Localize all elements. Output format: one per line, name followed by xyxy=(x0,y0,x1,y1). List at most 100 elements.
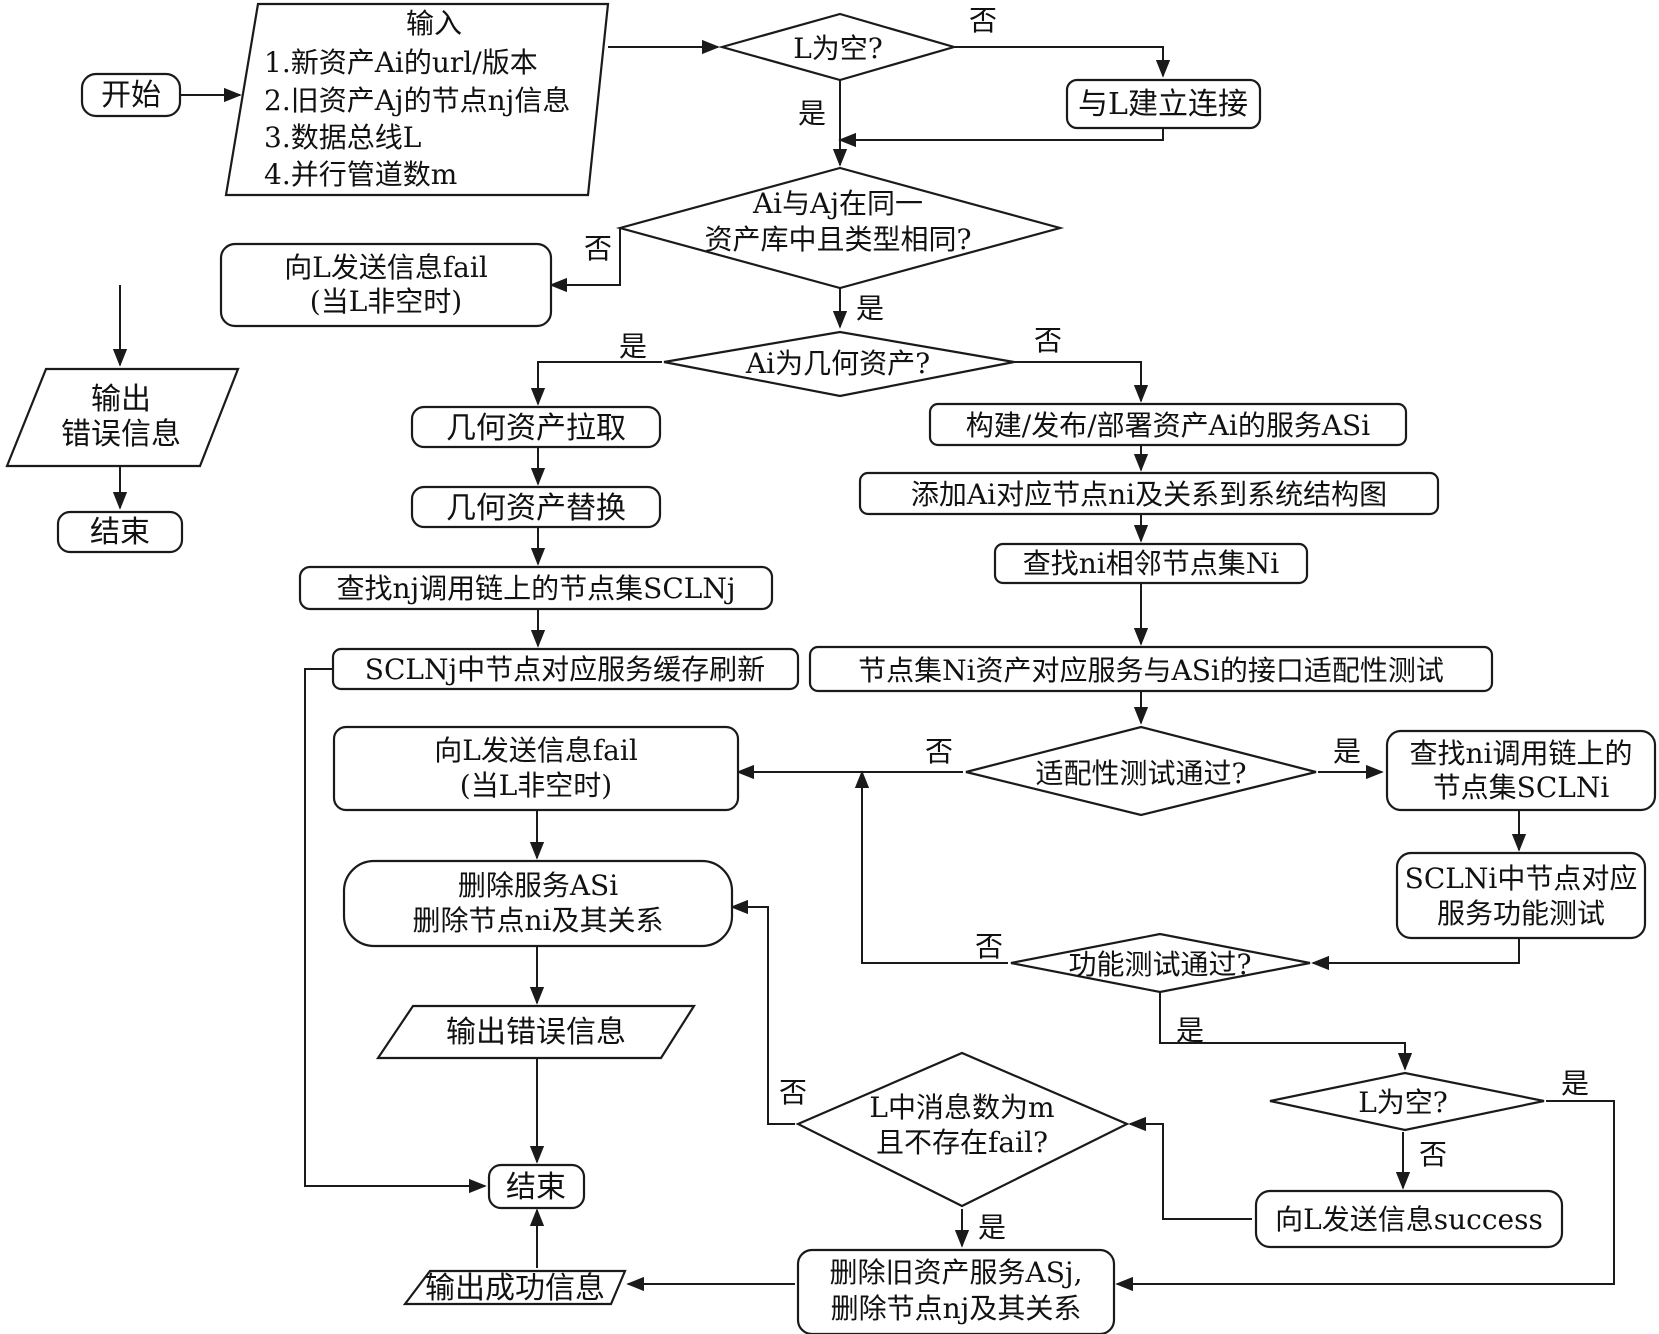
send-fail-top-label-2: (当L非空时) xyxy=(310,285,462,318)
send-success-process: 向L发送信息success xyxy=(1254,1189,1564,1249)
geo-asset-decision: Ai为几何资产? xyxy=(663,330,1015,398)
delete-new-process: 删除服务ASi 删除节点ni及其关系 xyxy=(342,859,734,948)
interface-test-process: 节点集Ni资产对应服务与ASi的接口适配性测试 xyxy=(808,645,1494,693)
connect-l-label: 与L建立连接 xyxy=(1078,87,1248,122)
output-error-mid: 输出错误信息 xyxy=(375,1004,697,1060)
find-sclnj-label: 查找nj调用链上的节点集SCLNj xyxy=(336,572,735,605)
find-sclni-process: 查找ni调用链上的 节点集SCLNi xyxy=(1385,729,1657,812)
edge-func-yes xyxy=(1159,992,1413,1071)
build-service-label: 构建/发布/部署资产Ai的服务ASi xyxy=(966,409,1370,442)
connectors xyxy=(112,39,1615,1292)
same-lib-label-2: 资产库中且类型相同? xyxy=(704,223,971,256)
func-yes-label: 是 xyxy=(1176,1014,1204,1047)
edge-labels: 否 是 否 是 是 否 否 是 否 是 是 否 否 是 xyxy=(584,4,1589,1244)
geo-asset-label: Ai为几何资产? xyxy=(745,347,930,380)
edge-geo-yes xyxy=(530,361,662,406)
input-item-3: 3.数据总线L xyxy=(264,121,421,154)
sclnj-refresh-process: SCLNj中节点对应服务缓存刷新 xyxy=(331,647,800,691)
edge-success-lmsg xyxy=(1128,1116,1252,1220)
input-item-4: 4.并行管道数m xyxy=(264,158,457,191)
delete-new-label-2: 删除节点ni及其关系 xyxy=(413,904,664,937)
edge-func-no xyxy=(854,770,1008,964)
delete-old-process: 删除旧资产服务ASj, 删除节点nj及其关系 xyxy=(796,1248,1116,1334)
l-empty2-yes-label: 是 xyxy=(1561,1067,1589,1100)
l-msg-decision: L中消息数为m 且不存在fail? xyxy=(795,1051,1130,1208)
l-empty-decision-2: L为空? xyxy=(1269,1071,1545,1132)
geo-no-label: 否 xyxy=(1034,324,1062,357)
input-item-1: 1.新资产Ai的url/版本 xyxy=(264,46,538,79)
same-lib-label-1: Ai与Aj在同一 xyxy=(752,187,923,220)
func-pass-label: 功能测试通过? xyxy=(1068,948,1251,981)
func-test-label-1: SCLNi中节点对应 xyxy=(1405,862,1638,895)
edge-lempty2-yes xyxy=(1115,1100,1615,1292)
delete-new-label-1: 删除服务ASi xyxy=(458,869,618,902)
end-left-node: 结束 xyxy=(56,510,184,554)
output-success: 输出成功信息 xyxy=(402,1269,627,1306)
send-fail-top-process: 向L发送信息fail (当L非空时) xyxy=(219,242,553,328)
l-msg-label-2: 且不存在fail? xyxy=(876,1126,1048,1159)
input-item-2: 2.旧资产Aj的节点nj信息 xyxy=(264,84,570,117)
end-mid-label: 结束 xyxy=(506,1170,566,1205)
geo-pull-label: 几何资产拉取 xyxy=(446,411,626,446)
output-error-left-label-1: 输出 xyxy=(91,382,151,417)
delete-old-label-2: 删除节点nj及其关系 xyxy=(831,1292,1082,1325)
end-mid-node: 结束 xyxy=(487,1163,586,1210)
send-fail-mid-label-2: (当L非空时) xyxy=(460,769,612,802)
find-sclni-label-2: 节点集SCLNi xyxy=(1433,771,1610,804)
find-sclnj-process: 查找nj调用链上的节点集SCLNj xyxy=(298,565,774,611)
geo-replace-process: 几何资产替换 xyxy=(410,485,662,529)
l-msg-no-label: 否 xyxy=(779,1076,807,1109)
add-node-process: 添加Ai对应节点ni及关系到系统结构图 xyxy=(858,471,1440,516)
adapt-pass-decision: 适配性测试通过? xyxy=(965,725,1317,817)
edge-samelib-no xyxy=(549,228,621,293)
l-empty-label: L为空? xyxy=(793,32,883,65)
same-lib-yes-label: 是 xyxy=(856,292,884,325)
same-lib-no-label: 否 xyxy=(584,232,612,265)
input-box: 输入 1.新资产Ai的url/版本 2.旧资产Aj的节点nj信息 3.数据总线L… xyxy=(224,2,610,197)
send-fail-top-label-1: 向L发送信息fail xyxy=(284,251,488,284)
edge-lmsg-no xyxy=(730,899,795,1125)
l-empty2-no-label: 否 xyxy=(1419,1138,1447,1171)
adapt-yes-label: 是 xyxy=(1333,735,1361,768)
add-node-label: 添加Ai对应节点ni及关系到系统结构图 xyxy=(911,478,1387,511)
geo-replace-label: 几何资产替换 xyxy=(446,491,626,526)
output-error-left: 输出 错误信息 xyxy=(5,367,240,468)
func-test-process: SCLNi中节点对应 服务功能测试 xyxy=(1395,851,1647,940)
start-label: 开始 xyxy=(101,78,161,113)
l-empty-2-label: L为空? xyxy=(1358,1086,1448,1119)
same-lib-decision: Ai与Aj在同一 资产库中且类型相同? xyxy=(615,166,1065,290)
send-fail-mid-label-1: 向L发送信息fail xyxy=(434,734,638,767)
interface-test-label: 节点集Ni资产对应服务与ASi的接口适配性测试 xyxy=(858,654,1444,687)
sclnj-refresh-label: SCLNj中节点对应服务缓存刷新 xyxy=(365,653,765,686)
l-empty-decision: L为空? xyxy=(717,12,958,82)
send-success-label: 向L发送信息success xyxy=(1275,1203,1543,1236)
adapt-no-label: 否 xyxy=(925,735,953,768)
find-sclni-label-1: 查找ni调用链上的 xyxy=(1410,737,1633,770)
l-empty-no-label: 否 xyxy=(969,4,997,37)
func-no-label: 否 xyxy=(975,930,1003,963)
edge-connect-merge xyxy=(838,128,1164,148)
send-fail-mid-process: 向L发送信息fail (当L非空时) xyxy=(332,725,740,812)
output-error-left-label-2: 错误信息 xyxy=(61,417,181,452)
edge-lempty-no xyxy=(950,46,1171,78)
delete-old-label-1: 删除旧资产服务ASj, xyxy=(830,1256,1083,1289)
l-msg-label-1: L中消息数为m xyxy=(869,1091,1054,1124)
build-service-process: 构建/发布/部署资产Ai的服务ASi xyxy=(928,402,1408,447)
find-neighbors-process: 查找ni相邻节点集Ni xyxy=(993,542,1309,585)
adapt-pass-label: 适配性测试通过? xyxy=(1035,757,1246,790)
edge-geo-no xyxy=(1012,361,1149,403)
find-neighbors-label: 查找ni相邻节点集Ni xyxy=(1023,547,1279,580)
input-title: 输入 xyxy=(406,7,462,40)
l-msg-yes-label: 是 xyxy=(978,1211,1006,1244)
output-error-mid-label: 输出错误信息 xyxy=(446,1015,626,1050)
l-empty-yes-label: 是 xyxy=(798,97,826,130)
func-test-label-2: 服务功能测试 xyxy=(1437,897,1605,930)
edge-functest-funcpass xyxy=(1311,938,1520,971)
geo-yes-label: 是 xyxy=(619,330,647,363)
func-pass-decision: 功能测试通过? xyxy=(1010,932,1311,994)
start-node: 开始 xyxy=(80,72,182,118)
edge-refresh-end xyxy=(304,668,487,1194)
output-success-label: 输出成功信息 xyxy=(425,1271,605,1306)
geo-pull-process: 几何资产拉取 xyxy=(410,405,662,449)
